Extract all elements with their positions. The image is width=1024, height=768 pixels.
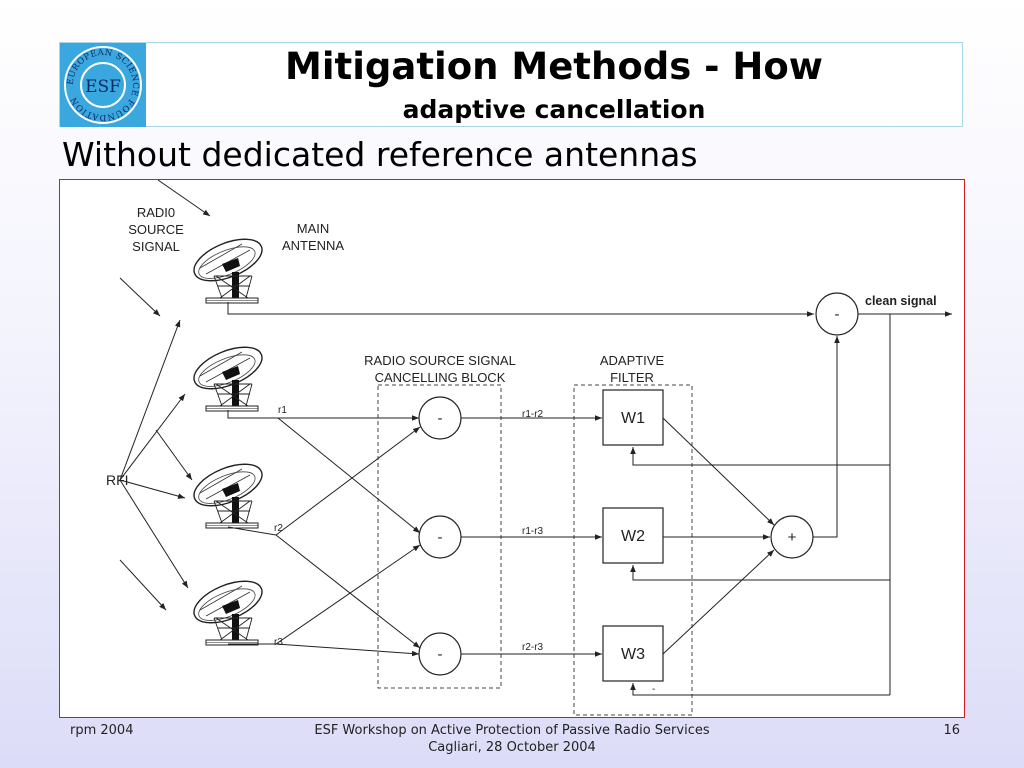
rfi-to-ant1-arrow — [119, 393, 186, 481]
filter-w3-box — [602, 625, 664, 682]
rfi-label: RFI — [106, 472, 129, 488]
filter-w1-box — [602, 389, 664, 446]
main-antenna-dish — [187, 230, 269, 304]
summer-sign: + — [788, 529, 797, 546]
r2-to-sub1 — [275, 426, 421, 536]
main-signal-line — [227, 302, 814, 317]
adaptive-filter-label-1: ADAPTIVE — [600, 353, 665, 368]
radio-source-label-1: RADI0 — [137, 205, 175, 220]
rfi-arrow-3 — [119, 559, 167, 611]
antenna-dish-2 — [187, 455, 269, 529]
adaptive-filter-boundary — [573, 384, 693, 716]
filter-w2-box — [602, 507, 664, 564]
w1-to-sum — [662, 417, 775, 526]
antenna-dish-3 — [187, 572, 269, 646]
page-title: Mitigation Methods - How — [285, 45, 823, 88]
feedback-w1 — [630, 447, 890, 466]
main-antenna-label-1: MAIN — [297, 221, 330, 236]
sum-to-final-subtractor — [813, 336, 840, 538]
r3-to-sub3 — [275, 643, 420, 657]
footer-event: ESF Workshop on Active Protection of Pas… — [270, 722, 754, 756]
section-heading: Without dedicated reference antennas — [62, 135, 698, 174]
r1-r2-label: r1-r2 — [522, 409, 544, 420]
main-antenna-label-2: ANTENNA — [282, 238, 344, 253]
r1-r3-label: r1-r3 — [522, 526, 544, 537]
header-box: EUROPEAN SCIENCE FOUNDATION ESF Mitigati… — [59, 42, 963, 127]
clean-signal-label: clean signal — [865, 294, 937, 308]
r1-to-sub2 — [277, 417, 421, 534]
page-number: 16 — [943, 723, 960, 738]
subtractor-3-sign: - — [438, 646, 443, 663]
rfi-arrow-main — [119, 277, 161, 317]
diagram-frame: RADI0 SOURCE SIGNAL MAIN ANTENNA RFI RAD… — [59, 179, 965, 718]
rfi-to-main-arrow — [119, 319, 181, 481]
r2-r3-label: r2-r3 — [522, 642, 544, 653]
subtractor-1-sign: - — [438, 410, 443, 427]
r2-label: r2 — [274, 523, 283, 534]
esf-logo: EUROPEAN SCIENCE FOUNDATION ESF — [60, 43, 146, 127]
page-subtitle: adaptive cancellation — [402, 95, 706, 124]
logo-monogram: ESF — [85, 77, 121, 97]
footer-author: rpm 2004 — [70, 723, 134, 738]
subtractor-2-sign: - — [438, 529, 443, 546]
adaptive-filter-label-2: FILTER — [610, 370, 654, 385]
footer-event-line2: Cagliari, 28 October 2004 — [428, 740, 596, 755]
feedback-w3 — [630, 683, 890, 696]
cancel-block-label-2: CANCELLING BLOCK — [375, 370, 506, 385]
r2-to-sub3 — [275, 534, 421, 649]
adaptive-cancellation-diagram: RADI0 SOURCE SIGNAL MAIN ANTENNA RFI RAD… — [106, 180, 952, 716]
rfi-arrow-2 — [155, 429, 193, 481]
antenna-dish-1 — [187, 338, 269, 412]
filter-w3-label: W3 — [621, 646, 645, 663]
filter-w2-label: W2 — [621, 528, 645, 545]
radio-source-label-3: SIGNAL — [132, 239, 180, 254]
r3-to-sub2 — [275, 544, 421, 645]
esf-logo-mark: EUROPEAN SCIENCE FOUNDATION ESF — [64, 46, 142, 124]
w3-to-sum — [662, 549, 775, 655]
rfi-to-ant3-arrow — [119, 479, 189, 589]
rfi-to-ant2-arrow — [119, 479, 186, 499]
final-subtractor-sign: - — [835, 306, 840, 323]
r1-line — [227, 410, 419, 421]
feedback-w3-sign: - — [652, 684, 655, 695]
filter-w1-label: W1 — [621, 410, 645, 427]
r2-line — [227, 526, 277, 536]
feedback-w2 — [630, 565, 890, 581]
radio-source-label-2: SOURCE — [128, 222, 184, 237]
footer-event-line1: ESF Workshop on Active Protection of Pas… — [314, 723, 710, 738]
radio-source-arrow — [157, 180, 211, 217]
r1-label: r1 — [278, 405, 287, 416]
cancel-block-label-1: RADIO SOURCE SIGNAL — [364, 353, 516, 368]
